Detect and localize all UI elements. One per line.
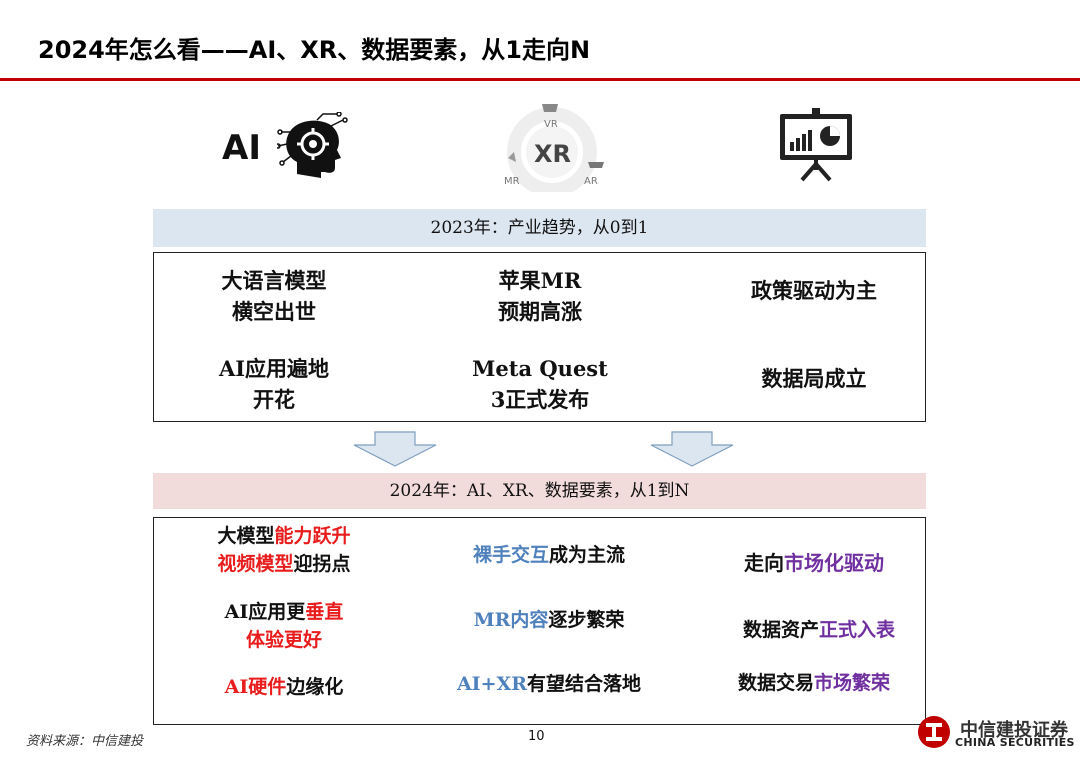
band-2023: 2023年：产业趋势，从0到1 xyxy=(153,209,926,247)
cell-2024-data-1: 走向市场化驱动 xyxy=(744,551,884,575)
xr-mr-label: MR xyxy=(504,176,520,187)
ai-label: AI xyxy=(222,128,261,168)
cell-2024-xr-1: 裸手交互成为主流 xyxy=(472,544,626,566)
cell-2024-xr-3: AI+XR有望结合落地 xyxy=(456,673,642,695)
xr-icon-group: XR VR MR AR xyxy=(500,96,610,192)
presentation-chart-icon xyxy=(780,108,852,182)
cell-2023-xr-1: 苹果MR 预期高涨 xyxy=(498,268,582,324)
cell-2024-ai-1: 大模型能力跃升 视频模型迎拐点 xyxy=(217,525,351,575)
logo-english-name: CHINA SECURITIES xyxy=(955,736,1075,749)
data-icon-group xyxy=(778,108,854,186)
cell-2023-xr-2: Meta Quest 3正式发布 xyxy=(472,356,608,412)
citic-logo-icon xyxy=(918,716,950,748)
cell-2024-data-2: 数据资产正式入表 xyxy=(742,619,896,641)
cell-2023-data-2: 数据局成立 xyxy=(761,366,867,391)
xr-ar-label: AR xyxy=(584,176,598,187)
ai-head-gear-icon xyxy=(277,112,348,178)
page-title: 2024年怎么看——AI、XR、数据要素，从1走向N xyxy=(38,36,591,64)
page-number: 10 xyxy=(528,729,545,744)
cell-2023-ai-1: 大语言模型 横空出世 xyxy=(221,268,327,324)
cell-2024-ai-3: AI硬件边缘化 xyxy=(224,676,344,698)
logo-chinese-name: 中信建投证券 xyxy=(960,720,1068,741)
cell-2024-data-3: 数据交易市场繁荣 xyxy=(737,672,891,694)
box-2023: 大语言模型 横空出世 苹果MR 预期高涨 政策驱动为主 AI应用遍地 开花 Me… xyxy=(153,252,926,422)
xr-label: XR xyxy=(534,140,571,168)
title-divider xyxy=(0,78,1080,81)
cell-2023-ai-2: AI应用遍地 开花 xyxy=(218,356,330,412)
footer-source: 资料来源：中信建投 xyxy=(26,734,144,749)
down-arrow-icon-right xyxy=(650,431,734,467)
cell-2024-xr-2: MR内容逐步繁荣 xyxy=(473,609,625,631)
box-2024: 大模型能力跃升 视频模型迎拐点 裸手交互成为主流 走向市场化驱动 AI应用更垂直… xyxy=(153,517,926,725)
cell-2024-ai-2: AI应用更垂直 体验更好 xyxy=(224,601,344,651)
down-arrow-icon-left xyxy=(353,431,437,467)
xr-ring-icon xyxy=(507,104,604,192)
xr-vr-label: VR xyxy=(544,119,558,130)
cell-2023-data-1: 政策驱动为主 xyxy=(751,278,877,303)
band-2024: 2024年：AI、XR、数据要素，从1到N xyxy=(153,473,926,509)
